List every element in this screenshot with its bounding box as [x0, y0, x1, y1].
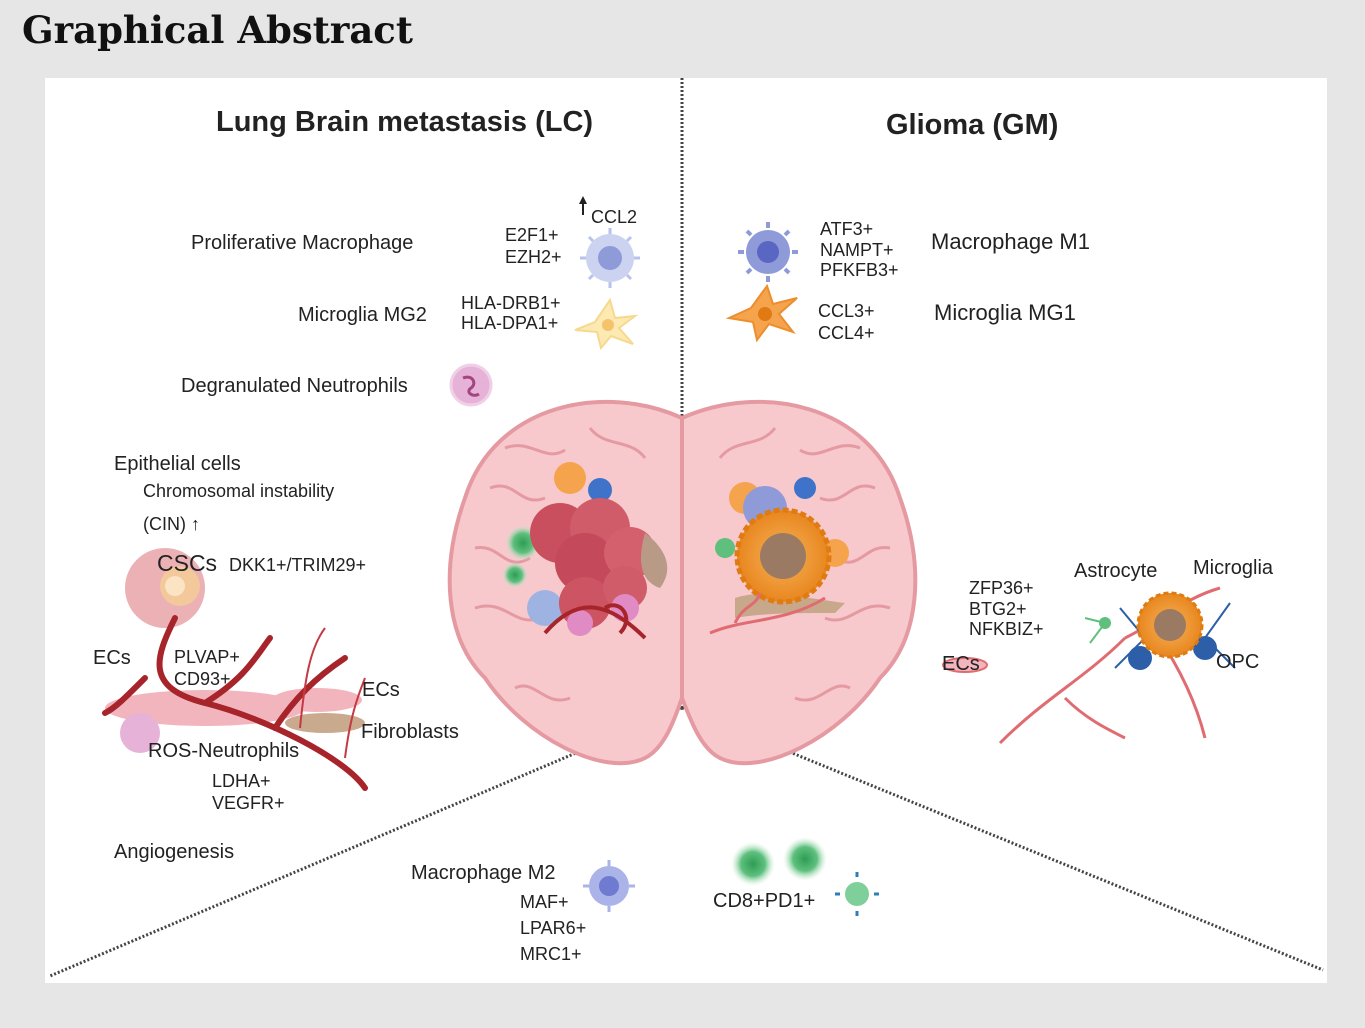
- epithelial-cells-label: Epithelial cells: [114, 453, 241, 475]
- marker-ccl3: CCL3+: [818, 301, 875, 321]
- ccl2-label: CCL2: [591, 207, 638, 227]
- marker-vegfr: VEGFR+: [212, 792, 285, 813]
- ecs-left-label: ECs: [93, 647, 131, 669]
- fibroblasts-label: Fibroblasts: [361, 721, 459, 743]
- astrocyte-label: Astrocyte: [1074, 560, 1158, 582]
- gm-brain-tumor: [709, 477, 849, 635]
- cscs-label: CSCs: [157, 550, 218, 576]
- microglia-mg1-label: Microglia MG1: [934, 300, 1076, 325]
- graphical-abstract-heading: Graphical Abstract: [22, 8, 413, 52]
- graphical-abstract-figure: Lung Brain metastasis (LC) Glioma (GM) C…: [45, 78, 1327, 983]
- marker-pfkfb3: PFKFB3+: [820, 260, 899, 281]
- opc-label: OPC: [1216, 651, 1260, 673]
- cin-label: (CIN) ↑: [143, 515, 200, 533]
- bottom-cell-icons: [583, 837, 879, 916]
- marker-ldha: LDHA+: [212, 771, 271, 791]
- marker-lpar6: LPAR6+: [520, 918, 587, 939]
- microglia-mg2-label: Microglia MG2: [298, 304, 427, 326]
- gm-niche-markers: ZFP36+ BTG2+ NFKBIZ+: [969, 578, 1044, 640]
- marker-btg2: BTG2+: [969, 598, 1027, 619]
- lc-csc-and-vessels: [102, 548, 368, 791]
- marker-cd93: CD93+: [174, 668, 231, 689]
- microglia-label: Microglia: [1193, 557, 1274, 579]
- angiogenesis-label: Angiogenesis: [114, 841, 235, 863]
- macrophage-m1-label: Macrophage M1: [931, 229, 1090, 254]
- marker-hla-dpa1: HLA-DPA1+: [461, 312, 559, 333]
- marker-mrc1: MRC1+: [520, 944, 582, 965]
- gm-section-title: Glioma (GM): [886, 109, 1059, 141]
- lc-section-title: Lung Brain metastasis (LC): [216, 106, 594, 138]
- marker-e2f1: E2F1+: [505, 225, 559, 245]
- chromosomal-instability-label: Chromosomal instability: [143, 481, 335, 501]
- ros-neutrophils-markers: LDHA+ VEGFR+: [212, 771, 285, 814]
- macrophage-m2-markers: MAF+ LPAR6+ MRC1+: [520, 889, 586, 967]
- marker-plvap: PLVAP+: [174, 647, 240, 667]
- marker-hla-drb1: HLA-DRB1+: [461, 293, 561, 313]
- marker-nampt: NAMPT+: [820, 239, 894, 260]
- proliferative-macrophage-label: Proliferative Macrophage: [191, 232, 414, 254]
- microglia-mg2-markers: HLA-DRB1+ HLA-DPA1+: [461, 293, 561, 334]
- marker-maf: MAF+: [520, 892, 569, 912]
- gm-ecs-label: ECs: [942, 653, 980, 675]
- marker-zfp36: ZFP36+: [969, 578, 1034, 598]
- marker-ezh2: EZH2+: [505, 246, 562, 267]
- ecs-right-label: ECs: [362, 679, 400, 701]
- macrophage-m2-label: Macrophage M2: [411, 862, 556, 884]
- ecs-left-markers: PLVAP+ CD93+: [174, 647, 240, 690]
- marker-ccl4: CCL4+: [818, 322, 875, 343]
- marker-nfkbiz: NFKBIZ+: [969, 619, 1044, 640]
- proliferative-macrophage-markers: E2F1+ EZH2+: [505, 225, 562, 268]
- lc-brain-tumor: [502, 462, 668, 640]
- gm-cell-icons: [725, 222, 798, 343]
- cin-text: (CIN): [143, 514, 186, 534]
- gm-tumor-niche: [942, 586, 1236, 745]
- macrophage-m1-markers: ATF3+ NAMPT+ PFKFB3+: [820, 219, 899, 281]
- ros-neutrophils-label: ROS-Neutrophils: [148, 740, 300, 762]
- diagram-artwork: [49, 78, 1324, 978]
- cd8-pd1-label: CD8+PD1+: [713, 890, 816, 912]
- lc-cell-icons: [449, 196, 640, 407]
- microglia-mg1-markers: CCL3+ CCL4+: [818, 301, 875, 344]
- degranulated-neutrophils-label: Degranulated Neutrophils: [181, 375, 408, 397]
- cscs-markers: DKK1+/TRIM29+: [229, 555, 367, 575]
- marker-atf3: ATF3+: [820, 219, 874, 239]
- cin-up-arrow-icon: ↑: [191, 514, 201, 534]
